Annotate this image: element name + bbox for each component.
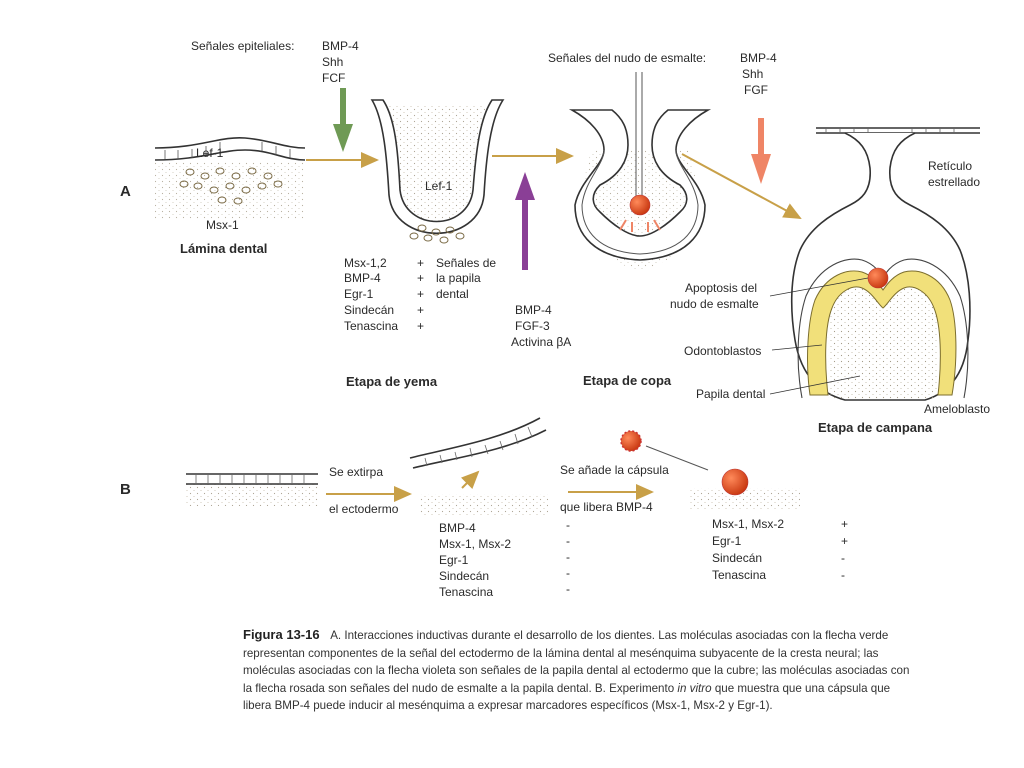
papila-dental-label: Papila dental — [696, 387, 765, 401]
ectoderm-removed-drawing — [409, 417, 548, 516]
left-marker-sign: - — [566, 550, 570, 564]
reticulo-label: estrellado — [928, 175, 980, 189]
papila-leader — [769, 375, 861, 395]
tooth-development-diagram: A Señales epiteliales: BMP-4 Shh FCF Lef… — [120, 39, 990, 599]
apoptosis-label: Apoptosis del — [685, 281, 757, 295]
epithelial-molecule: FCF — [322, 71, 345, 85]
step2-label: que libera BMP-4 — [560, 500, 653, 514]
panel-a-label: A — [120, 183, 131, 200]
right-marker: Tenascina — [712, 568, 766, 582]
bell-stage-drawing — [790, 127, 980, 401]
papilla-signals-label: Señales de — [436, 256, 496, 270]
right-marker: Sindecán — [712, 551, 762, 565]
papilla-signals-label: la papila — [436, 271, 481, 285]
bud-marker-sign: + — [417, 287, 424, 301]
cap-stage-title: Etapa de copa — [583, 373, 672, 388]
epithelial-molecule: Shh — [322, 55, 343, 69]
step1-label: el ectodermo — [329, 502, 399, 516]
lamina-dental-title: Lámina dental — [180, 241, 267, 256]
apoptosis-leader — [769, 277, 869, 297]
intact-tissue-drawing — [186, 473, 318, 506]
bud-marker: BMP-4 — [344, 271, 381, 285]
papilla-molecule: BMP-4 — [515, 303, 552, 317]
bud-marker: Tenascina — [344, 319, 398, 333]
reticulo-label: Retículo — [928, 159, 972, 173]
bud-marker-sign: + — [417, 303, 424, 317]
left-marker: Msx-1, Msx-2 — [439, 537, 511, 551]
left-marker: BMP-4 — [439, 521, 476, 535]
bud-marker-sign: + — [417, 271, 424, 285]
right-marker: Egr-1 — [712, 534, 742, 548]
left-marker-sign: - — [566, 518, 570, 532]
flow-arrow — [681, 153, 802, 219]
capsule-leader — [645, 445, 709, 471]
left-marker-sign: - — [566, 582, 570, 596]
right-marker-sign: + — [841, 517, 848, 531]
caption-italic: in vitro — [677, 681, 712, 695]
msx1-label: Msx-1 — [206, 218, 239, 232]
caption-text-b: que muestra que una cápsula que libera B… — [243, 681, 891, 713]
caption-text-a: A. Interacciones inductivas durante el d… — [243, 629, 910, 695]
bud-stage-drawing — [370, 99, 505, 244]
bud-marker: Egr-1 — [344, 287, 374, 301]
bud-stage-title: Etapa de yema — [346, 374, 438, 389]
bell-stage-title: Etapa de campana — [818, 420, 933, 435]
epithelial-molecule: BMP-4 — [322, 39, 359, 53]
lamina-dental-drawing — [154, 136, 306, 220]
induced-mesenchyme-drawing — [690, 468, 800, 510]
step2-label: Se añade la cápsula — [560, 463, 669, 477]
bud-marker-sign: + — [417, 319, 424, 333]
cap-stage-drawing — [568, 72, 712, 270]
bud-marker-sign: + — [417, 256, 424, 270]
left-marker-sign: - — [566, 566, 570, 580]
left-marker: Egr-1 — [439, 553, 469, 567]
bmp4-capsule-floating — [620, 430, 642, 452]
right-marker-sign: - — [841, 551, 845, 565]
papilla-molecule: Activina βA — [511, 335, 571, 349]
odontoblastos-leader — [771, 344, 823, 351]
left-marker: Sindecán — [439, 569, 489, 583]
epithelial-signals-title: Señales epiteliales: — [191, 39, 294, 53]
odontoblastos-label: Odontoblastos — [684, 344, 761, 358]
enamel-knot-molecule: FGF — [744, 83, 768, 97]
figure-number: Figura 13-16 — [243, 627, 320, 642]
apoptosis-label: nudo de esmalte — [670, 297, 759, 311]
left-marker: Tenascina — [439, 585, 493, 599]
enamel-knot-molecule: BMP-4 — [740, 51, 777, 65]
purple-arrow — [515, 172, 535, 270]
panel-b-label: B — [120, 481, 131, 498]
enamel-knot-molecule: Shh — [742, 67, 763, 81]
right-marker: Msx-1, Msx-2 — [712, 517, 784, 531]
lef1-label-lamina: Lef-1 — [196, 146, 224, 160]
bud-marker: Msx-1,2 — [344, 256, 387, 270]
bud-marker: Sindecán — [344, 303, 394, 317]
left-marker-sign: - — [566, 534, 570, 548]
green-arrow — [333, 88, 353, 152]
papilla-molecule: FGF-3 — [515, 319, 550, 333]
right-marker-sign: + — [841, 534, 848, 548]
pink-arrow — [751, 118, 771, 184]
right-marker-sign: - — [841, 568, 845, 582]
ameloblasto-label: Ameloblasto — [924, 402, 990, 416]
papilla-signals-label: dental — [436, 287, 469, 301]
lef1-label-bud: Lef-1 — [425, 179, 453, 193]
enamel-knot-signals-title: Señales del nudo de esmalte: — [548, 51, 706, 65]
figure-caption: Figura 13-16 A. Interacciones inductivas… — [243, 626, 915, 715]
step1-label: Se extirpa — [329, 465, 383, 479]
